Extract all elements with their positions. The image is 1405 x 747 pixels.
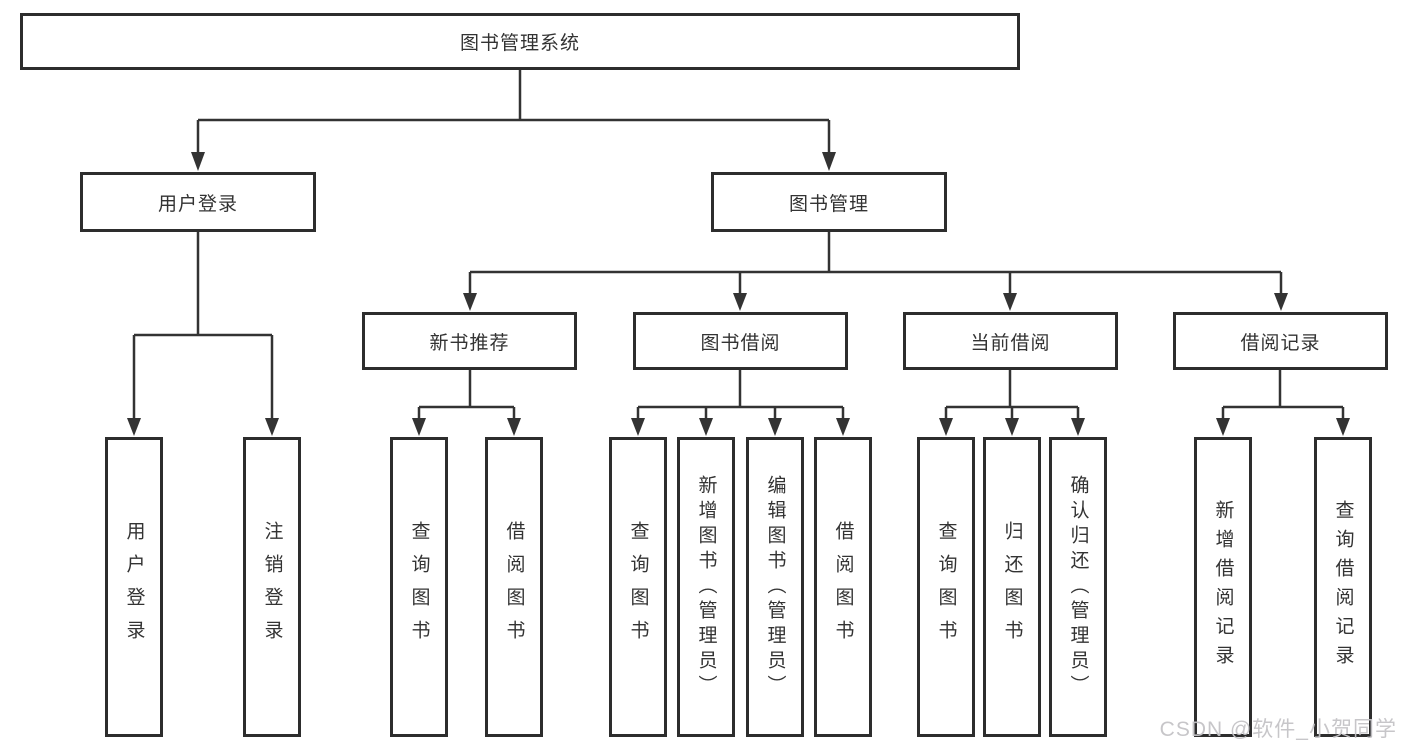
watermark: CSDN @软件_小贺同学 (1159, 718, 1397, 741)
node-label: 归还图书 (1001, 521, 1023, 653)
node-new-book-recommend: 新书推荐 (362, 312, 577, 370)
arrowhead (631, 418, 645, 436)
node-leaf-borrow-books-1: 借阅图书 (485, 437, 543, 737)
node-leaf-borrow-books-2: 借阅图书 (814, 437, 872, 737)
arrowhead (412, 418, 426, 436)
edge-recommend-children (412, 370, 521, 436)
edge-book-mgmt-children (463, 232, 1288, 311)
node-label: 查询图书 (627, 521, 649, 653)
edge-user-login-children (127, 232, 279, 436)
node-label: 用户登录 (123, 521, 145, 653)
node-label: 查询图书 (408, 521, 430, 653)
node-label: 新增借阅记录 (1212, 500, 1234, 674)
node-label: 图书管理系统 (459, 33, 580, 54)
arrowhead (768, 418, 782, 436)
node-user-login: 用户登录 (80, 172, 316, 232)
arrowhead (836, 418, 850, 436)
arrowhead (699, 418, 713, 436)
edge-borrow-children (631, 370, 850, 436)
node-leaf-logout: 注销登录 (243, 437, 301, 737)
node-label: 新书推荐 (429, 332, 510, 354)
node-leaf-query-books-2: 查询图书 (609, 437, 667, 737)
arrowhead (1003, 293, 1017, 311)
arrowhead (507, 418, 521, 436)
node-book-borrow: 图书借阅 (633, 312, 848, 370)
node-label: 查询借阅记录 (1332, 500, 1354, 674)
node-current-borrow: 当前借阅 (903, 312, 1118, 370)
arrowhead (822, 152, 836, 171)
arrowhead (1216, 418, 1230, 436)
node-leaf-return-book: 归还图书 (983, 437, 1041, 737)
arrowhead (1071, 418, 1085, 436)
arrowhead (1336, 418, 1350, 436)
node-leaf-edit-book-admin: 编辑图书（管理员） (746, 437, 804, 737)
node-label: 注销登录 (261, 521, 283, 653)
node-leaf-add-borrow-record: 新增借阅记录 (1194, 437, 1252, 737)
node-leaf-add-book-admin: 新增图书（管理员） (677, 437, 735, 737)
node-leaf-query-books-1: 查询图书 (390, 437, 448, 737)
node-label: 查询图书 (935, 521, 957, 653)
arrowhead (191, 152, 205, 171)
arrowhead (127, 418, 141, 436)
arrowhead (1005, 418, 1019, 436)
node-leaf-query-borrow-record: 查询借阅记录 (1314, 437, 1372, 737)
edge-records-children (1216, 370, 1350, 436)
arrowhead (733, 293, 747, 311)
node-label: 借阅记录 (1240, 332, 1321, 354)
node-leaf-confirm-return-admin: 确认归还（管理员） (1049, 437, 1107, 737)
node-label: 确认归还（管理员） (1067, 474, 1089, 700)
arrowhead (1274, 293, 1288, 311)
node-label: 图书借阅 (700, 332, 781, 354)
edge-current-children (939, 370, 1085, 436)
node-label: 借阅图书 (832, 521, 854, 653)
node-label: 编辑图书（管理员） (764, 474, 786, 700)
arrowhead (265, 418, 279, 436)
node-label: 用户登录 (157, 193, 238, 215)
arrowhead (463, 293, 477, 311)
node-label: 当前借阅 (970, 332, 1051, 354)
node-leaf-query-books-3: 查询图书 (917, 437, 975, 737)
arrowhead (939, 418, 953, 436)
node-book-management: 图书管理 (711, 172, 947, 232)
node-borrow-records: 借阅记录 (1173, 312, 1388, 370)
node-leaf-user-login: 用户登录 (105, 437, 163, 737)
node-root-system: 图书管理系统 (20, 13, 1020, 70)
node-label: 新增图书（管理员） (695, 474, 717, 700)
node-label: 借阅图书 (503, 521, 525, 653)
edge-root-to-level2 (191, 70, 836, 171)
node-label: 图书管理 (788, 193, 869, 215)
